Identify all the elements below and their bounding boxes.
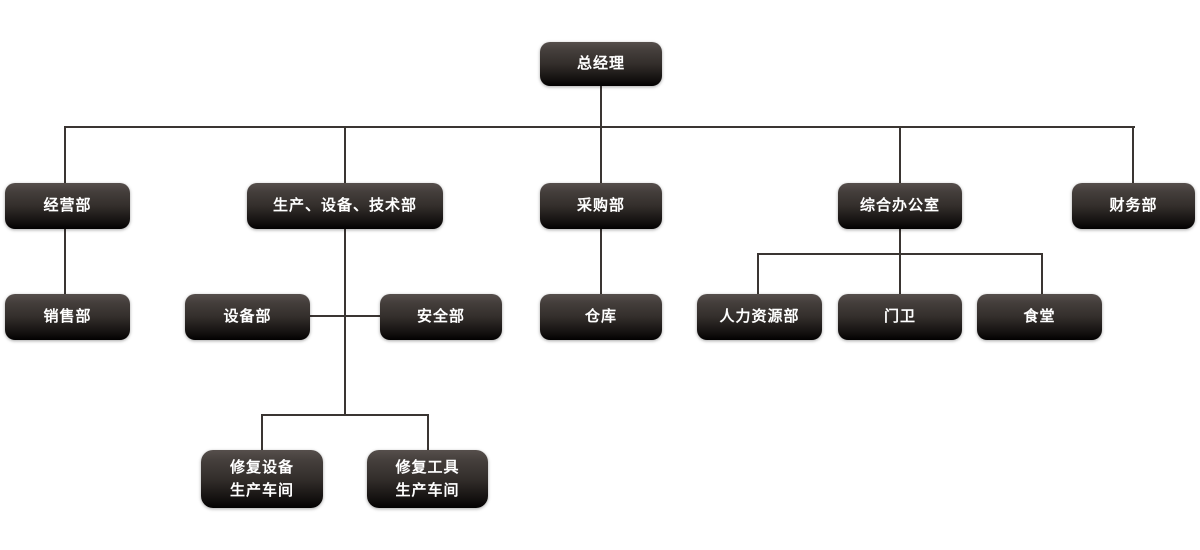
org-node-equipment-dept: 设备部 (185, 294, 310, 340)
connector-line (64, 229, 66, 294)
connector-line (261, 414, 429, 416)
org-node-repair-equipment-workshop: 修复设备 生产车间 (201, 450, 323, 508)
connector-line (600, 229, 602, 294)
connector-line (899, 126, 901, 183)
connector-line (427, 414, 429, 450)
org-node-repair-tools-workshop: 修复工具 生产车间 (367, 450, 488, 508)
connector-line (1041, 253, 1043, 294)
org-node-sales-dept: 销售部 (5, 294, 130, 340)
connector-line (1132, 126, 1134, 183)
connector-line (310, 315, 380, 317)
connector-line (344, 229, 346, 415)
org-node-hr-dept: 人力资源部 (697, 294, 822, 340)
org-node-safety-dept: 安全部 (380, 294, 502, 340)
connector-line (757, 253, 1043, 255)
org-node-canteen: 食堂 (977, 294, 1102, 340)
org-node-warehouse: 仓库 (540, 294, 662, 340)
org-node-purchasing-dept: 采购部 (540, 183, 662, 229)
connector-line (757, 253, 759, 294)
org-node-general-manager: 总经理 (540, 42, 662, 86)
connector-line (261, 414, 263, 450)
connector-line (600, 86, 602, 183)
connector-line (64, 126, 66, 183)
org-node-general-office: 综合办公室 (838, 183, 962, 229)
connector-line (344, 126, 346, 183)
connector-line (64, 126, 1135, 128)
connector-line (899, 229, 901, 294)
org-node-business-dept: 经营部 (5, 183, 130, 229)
org-node-production-equipment-tech-dept: 生产、设备、技术部 (247, 183, 443, 229)
org-node-finance-dept: 财务部 (1072, 183, 1195, 229)
org-node-gatekeeper: 门卫 (838, 294, 962, 340)
